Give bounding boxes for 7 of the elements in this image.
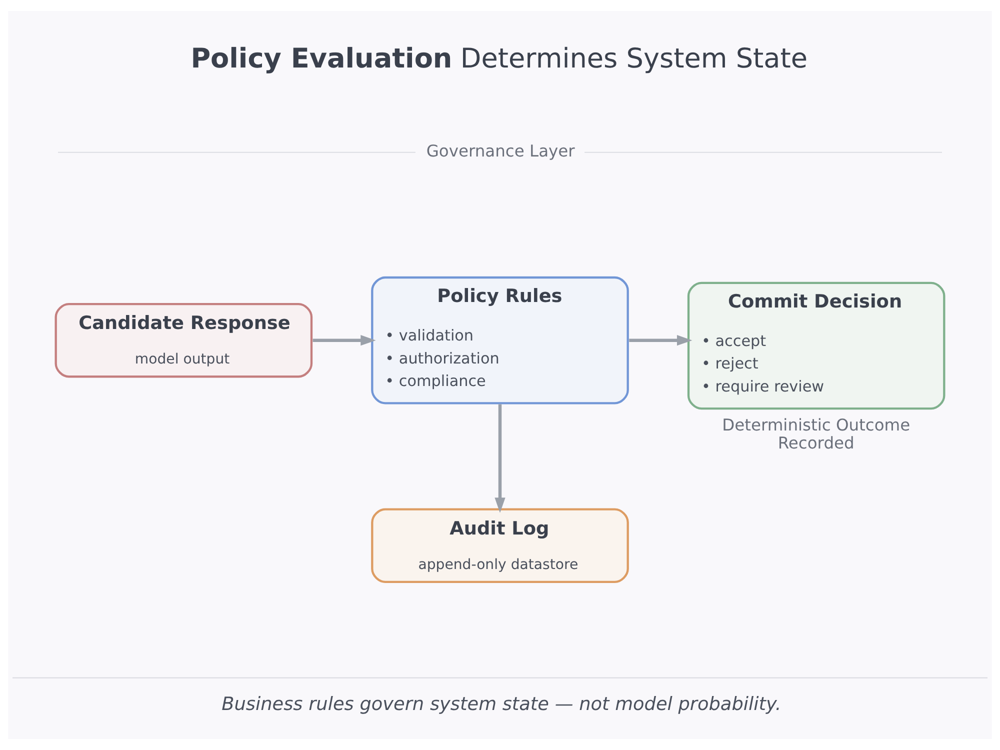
node-label: Deterministic Outcome Recorded [722,415,910,453]
diagram-title: Policy Evaluation Determines System State [190,43,808,74]
label: Governance Layer [426,142,575,161]
arrow [494,404,506,513]
arrow [629,335,692,346]
arrow [312,335,376,346]
caption: Business rules govern system state — not model probability. [222,694,782,715]
